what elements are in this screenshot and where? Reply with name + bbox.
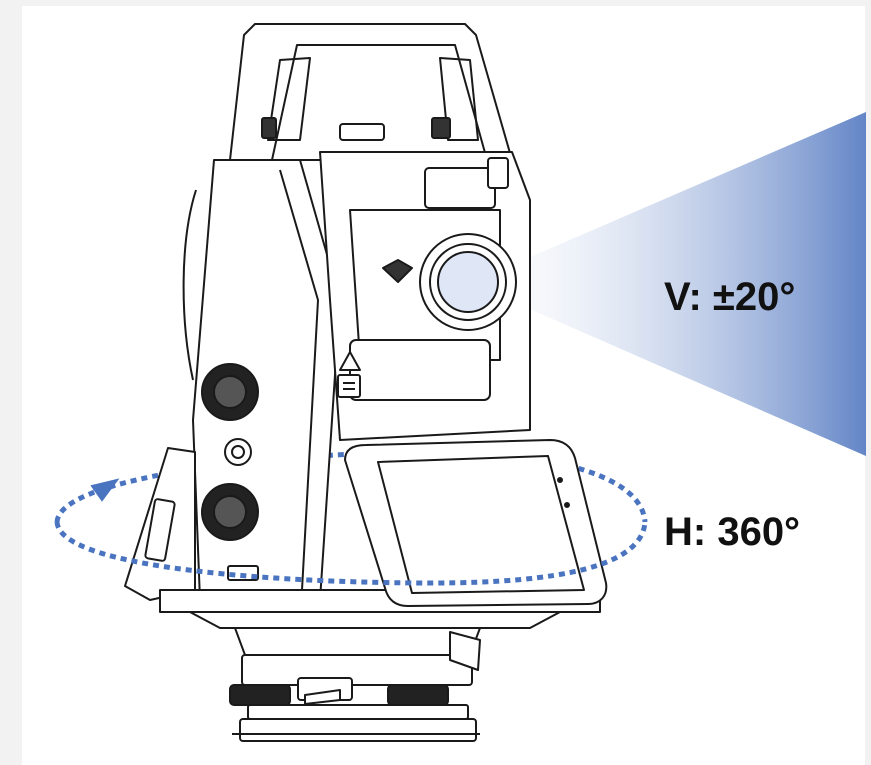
total-station-icon — [124, 23, 608, 742]
rotation-arrow-icon — [90, 478, 120, 502]
horizontal-angle-label: H: 360° — [664, 510, 801, 554]
vertical-angle-label: V: ±20° — [664, 275, 796, 319]
vertical-beam-cone — [470, 112, 866, 456]
rotation-ellipse-front — [54, 521, 648, 586]
display-screen — [377, 455, 585, 594]
laser-warning-icon — [339, 351, 361, 371]
rotation-ellipse-back — [54, 449, 648, 523]
